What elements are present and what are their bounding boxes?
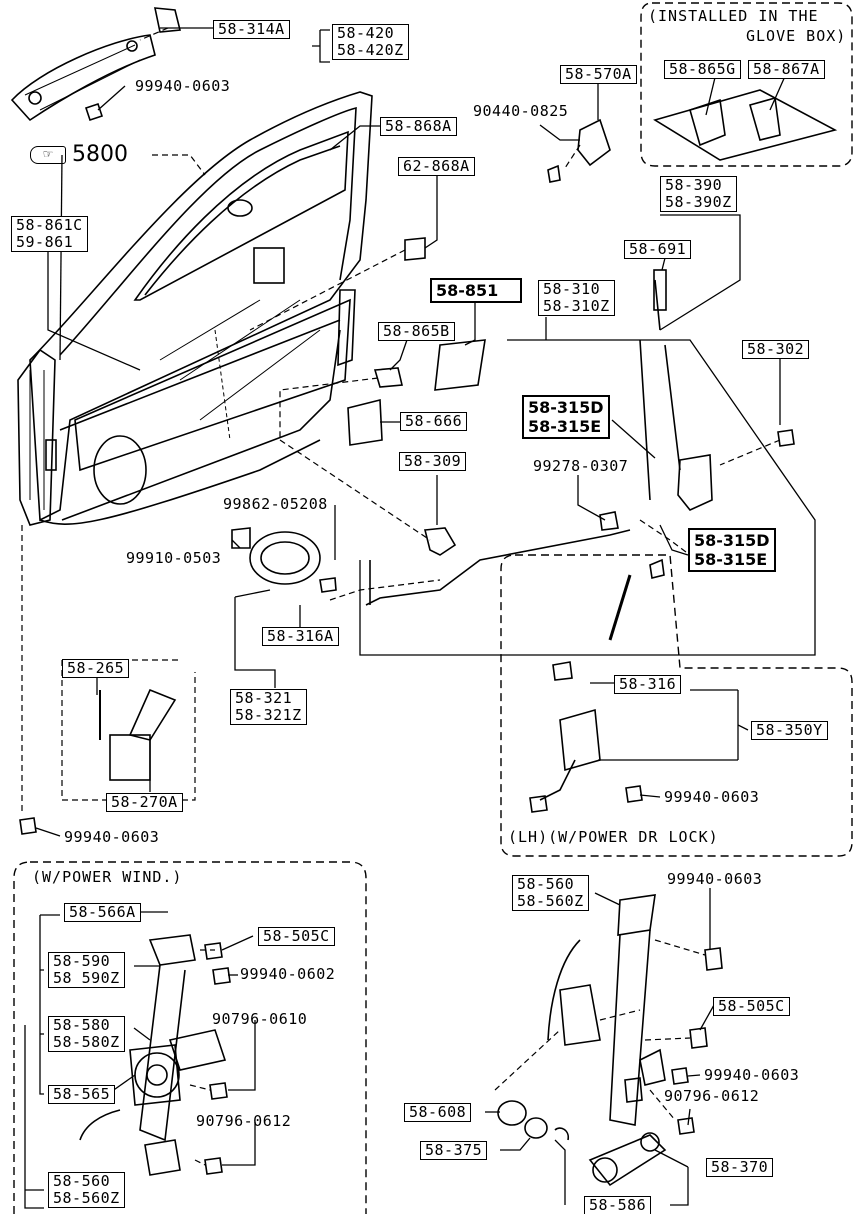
part-label: 99940-0603: [135, 77, 231, 95]
part-label: 99940-0603: [64, 828, 160, 846]
part-label: 58-570A: [560, 65, 637, 84]
part-label: 58-265: [62, 659, 130, 678]
assembly-lines: [21, 27, 781, 1166]
part-label: 99940-0603: [664, 788, 760, 806]
part-label: 58-868A: [380, 117, 457, 136]
part-label: 58-316: [614, 675, 682, 694]
pointing-hand-icon: ☞: [30, 146, 66, 164]
part-label: 58-586: [584, 1196, 652, 1214]
group-outlines: [13, 2, 853, 1214]
part-label-line: 58-580Z: [53, 1033, 120, 1051]
part-label-line: 58-310Z: [543, 297, 610, 315]
part-label-line: 58 590Z: [53, 969, 120, 987]
group-note-glovebox: (INSTALLED IN THE: [648, 7, 819, 25]
group-note-power-window: (W/POWER WIND.): [32, 868, 183, 886]
part-label-line: 58-560Z: [517, 892, 584, 910]
part-label-line: 58-390Z: [665, 193, 732, 211]
part-label: 99910-0503: [126, 549, 222, 567]
part-label-line: 58-315E: [528, 417, 602, 436]
part-label: 58-375: [420, 1141, 488, 1160]
part-label: 90796-0610: [212, 1010, 308, 1028]
part-label: 58-666: [400, 412, 468, 431]
part-label: 58-370: [706, 1158, 774, 1177]
part-label-line: 58-315D: [528, 398, 604, 417]
part-label-line: 58-560: [517, 875, 575, 893]
part-label: 90440-0825: [473, 102, 569, 120]
part-label: 99940-0603: [667, 870, 763, 888]
part-label-line: 58-390: [665, 176, 723, 194]
part-label-line: 58-590: [53, 952, 111, 970]
part-label-line: 58-420Z: [337, 41, 404, 59]
part-label: 58-270A: [106, 793, 183, 812]
part-label-line: 58-310: [543, 280, 601, 298]
part-label: 99940-0602: [240, 965, 336, 983]
group-note-power-door-lock: (LH)(W/POWER DR LOCK): [508, 828, 719, 846]
part-label-line: 58-420: [337, 24, 395, 42]
part-label: 99940-0603: [704, 1066, 800, 1084]
part-label: 58-867A: [748, 60, 825, 79]
part-label-line: 58-580: [53, 1016, 111, 1034]
part-label: 90796-0612: [196, 1112, 292, 1130]
part-label: 58-608: [404, 1103, 472, 1122]
part-label-line: 58-861C: [16, 216, 83, 234]
window-regulator-drawing: [79, 894, 723, 1187]
part-label: 58-865B: [378, 322, 455, 341]
part-label: 62-868A: [398, 157, 475, 176]
part-label-line: 58-321: [235, 689, 293, 707]
part-label: 58-350Y: [751, 721, 828, 740]
part-label: 99862-05208: [223, 495, 328, 513]
part-label-line: 59-861: [16, 233, 74, 251]
part-label-line: 58-315E: [694, 550, 768, 569]
part-label-line: 58-560Z: [53, 1189, 120, 1207]
part-label: 58-691: [624, 240, 692, 259]
part-label: 58-314A: [213, 20, 290, 39]
part-label: 58-565: [48, 1085, 116, 1104]
part-label: 58-505C: [258, 927, 335, 946]
part-label: 58-316A: [262, 627, 339, 646]
part-label: 99278-0307: [533, 457, 629, 475]
part-label: 58-566A: [64, 903, 141, 922]
part-label: 58-309: [399, 452, 467, 471]
part-label: 58-505C: [713, 997, 790, 1016]
part-label: 58-302: [742, 340, 810, 359]
part-label: 58-865G: [664, 60, 741, 79]
part-label-line: 58-315D: [694, 531, 770, 550]
part-label-line: 58-321Z: [235, 706, 302, 724]
part-label: 58-851: [430, 278, 522, 303]
part-label-line: 58-560: [53, 1172, 111, 1190]
group-note-glovebox: GLOVE BOX): [746, 27, 847, 45]
door-assembly-drawing: [10, 7, 838, 835]
part-label: 90796-0612: [664, 1087, 760, 1105]
reference-label: 5800: [72, 142, 128, 167]
leader-lines: [24, 27, 816, 1209]
